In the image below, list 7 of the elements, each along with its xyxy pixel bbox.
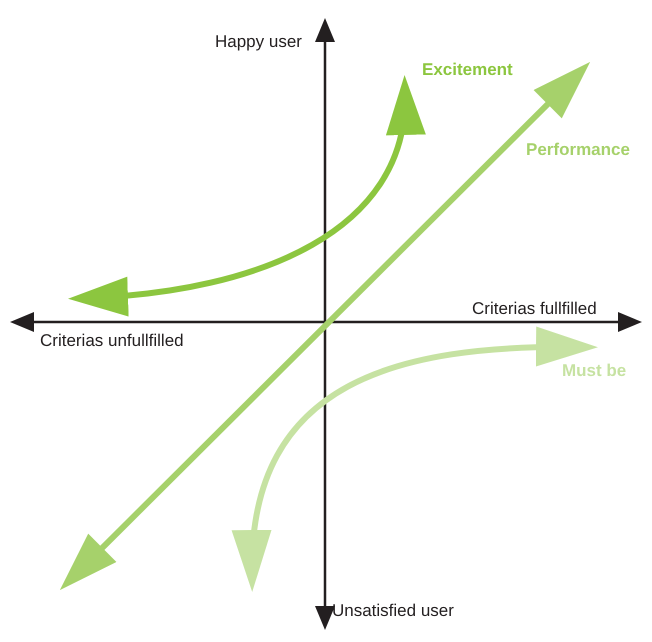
axis-label: Happy user [215,32,302,52]
axis-label: Criterias unfullfilled [40,331,184,351]
axis-label: Criterias fullfilled [472,299,597,319]
curve-label: Excitement [422,60,513,80]
curve-label: Performance [526,140,630,160]
axis-label: Unsatisfied user [332,601,454,621]
curve-label: Must be [562,361,626,381]
